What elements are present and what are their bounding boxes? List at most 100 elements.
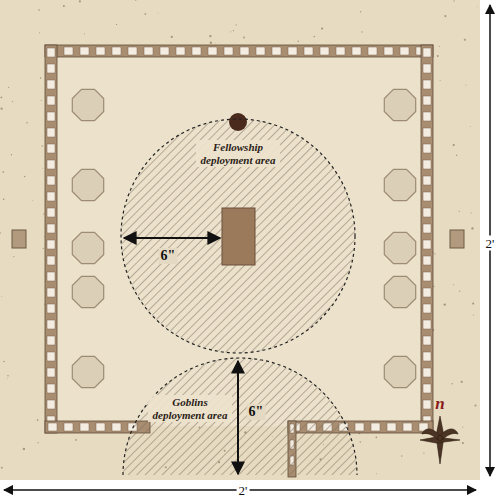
sand-speck xyxy=(437,55,439,57)
pillar xyxy=(384,89,415,120)
wall-stone xyxy=(423,64,431,73)
wall-stone xyxy=(423,384,431,393)
sand-speck xyxy=(375,436,377,438)
wall-stone xyxy=(423,256,431,265)
wall-stone xyxy=(423,160,431,169)
sand-speck xyxy=(469,126,471,128)
compass-rose xyxy=(420,416,460,464)
sand-speck xyxy=(7,375,8,376)
wall-stone xyxy=(371,423,380,431)
wall-stone xyxy=(368,47,377,55)
sand-speck xyxy=(462,427,463,428)
pillar xyxy=(72,356,103,387)
wall-stone xyxy=(80,423,89,431)
wall-stone xyxy=(80,47,89,55)
sand-speck xyxy=(476,6,478,8)
wall-stone xyxy=(288,47,297,55)
sand-speck xyxy=(26,122,28,124)
wall-stone xyxy=(47,224,55,233)
wall-stone xyxy=(400,47,409,55)
compass-letter: n xyxy=(433,394,446,413)
wall-stone xyxy=(423,128,431,137)
sand-speck xyxy=(37,419,39,421)
wall-stone xyxy=(47,352,55,361)
sand-speck xyxy=(6,377,8,379)
sand-speck xyxy=(423,452,424,453)
sand-speck xyxy=(214,42,216,44)
dimension-label: 2' xyxy=(237,483,250,498)
wall-stone xyxy=(423,208,431,217)
zone-border xyxy=(121,119,355,353)
pillar xyxy=(384,276,415,307)
sand-speck xyxy=(464,39,466,41)
sand-speck xyxy=(230,31,231,32)
wall-stone xyxy=(64,47,73,55)
wall-stone xyxy=(387,423,396,431)
wall-stone xyxy=(224,47,233,55)
sand-speck xyxy=(39,32,40,33)
sand-speck xyxy=(144,13,146,15)
sand-speck xyxy=(473,314,474,315)
wall-stone xyxy=(423,144,431,153)
sand-speck xyxy=(63,5,65,7)
wall-stone xyxy=(47,112,55,121)
dimension-arrow xyxy=(124,237,220,239)
sand-speck xyxy=(472,303,474,305)
fellowship-zone-hatch xyxy=(121,119,355,353)
wall-stone xyxy=(64,423,73,431)
dimension-label: 6" xyxy=(247,404,266,420)
sand-speck xyxy=(38,442,39,443)
sand-speck xyxy=(3,361,5,363)
wall-stone xyxy=(47,240,55,249)
deployment-zone-circle: Fellowship deployment area xyxy=(120,118,356,354)
wall-stone xyxy=(47,304,55,313)
sand-speck xyxy=(314,36,316,38)
sand-speck xyxy=(459,211,460,212)
sand-speck xyxy=(43,248,44,249)
sand-speck xyxy=(471,227,473,229)
side-door xyxy=(450,230,464,248)
sand-speck xyxy=(456,155,458,157)
sand-speck xyxy=(84,33,85,34)
wall-stone xyxy=(423,240,431,249)
sand-speck xyxy=(40,77,42,79)
wall-stone xyxy=(423,96,431,105)
wall-stone xyxy=(47,64,55,73)
wall-stone xyxy=(403,423,412,431)
wall-stone xyxy=(112,423,121,431)
sand-speck xyxy=(233,30,234,31)
sand-speck xyxy=(453,0,454,1)
sand-speck xyxy=(465,84,466,85)
sand-speck xyxy=(41,145,43,147)
sand-speck xyxy=(209,35,211,37)
sand-speck xyxy=(298,41,299,42)
wall-stone xyxy=(47,384,55,393)
zone-border xyxy=(123,358,357,475)
sand-speck xyxy=(43,213,44,214)
wall-stone xyxy=(256,47,265,55)
sand-speck xyxy=(439,46,440,47)
sand-speck xyxy=(243,37,245,39)
wall-stone xyxy=(208,47,217,55)
sand-speck xyxy=(360,11,361,12)
wall-stone xyxy=(47,144,55,153)
sand-speck xyxy=(1,295,3,297)
wall-stone xyxy=(423,304,431,313)
sand-speck xyxy=(453,144,455,146)
sand-speck xyxy=(1,467,3,469)
wall-stone xyxy=(423,272,431,281)
wall-stone xyxy=(128,47,137,55)
wall-stone xyxy=(192,47,201,55)
wall-stone xyxy=(47,192,55,201)
wall-stone xyxy=(320,47,329,55)
wall-stone xyxy=(47,400,55,409)
wall-stone xyxy=(352,47,361,55)
wall-stone xyxy=(423,400,431,409)
wall-stone xyxy=(423,80,431,89)
wall-stone xyxy=(336,47,345,55)
wall-stone xyxy=(384,47,393,55)
goblin-zone-hatch xyxy=(123,358,357,475)
sand-speck xyxy=(361,31,362,32)
side-door xyxy=(12,230,26,248)
